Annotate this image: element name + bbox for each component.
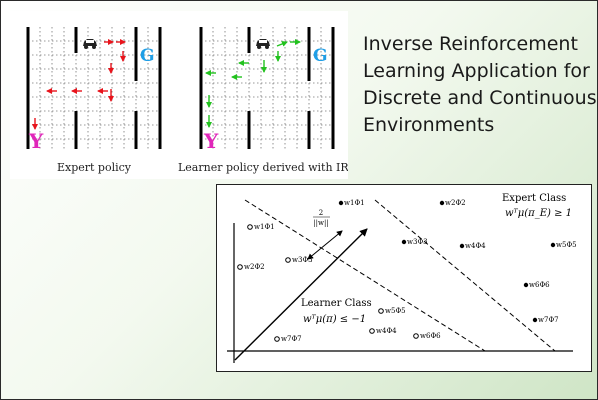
expert-grid: G Y Expert policy [26, 27, 162, 174]
slide-title: Inverse Reinforcement Learning Applicati… [363, 31, 597, 139]
expert-class-constraint: wᵀμ(π_E) ≥ 1 [505, 208, 572, 219]
expert-point-label: w3Φ3 [407, 238, 428, 246]
margin-numerator: 2 [319, 209, 323, 217]
expert-point [532, 317, 538, 323]
expert-points: w1Φ1 w2Φ2 w3Φ3 w4Φ4 w5Φ5 w6Φ6 w7Φ7 [338, 199, 577, 324]
margin-line-expert [374, 199, 556, 352]
title-line: Inverse Reinforcement [363, 33, 578, 55]
learner-grid: G Y Learner policy derived with IRL [178, 27, 357, 174]
learner-point [378, 308, 384, 314]
gridworld-figure: G Y Expert policy [26, 27, 357, 174]
weight-vector-arrow [234, 228, 368, 361]
expert-point [459, 243, 465, 249]
car-icon [256, 39, 270, 49]
learner-point [237, 264, 243, 270]
learner-point [274, 336, 280, 342]
learner-point-label: w4Φ4 [376, 327, 397, 335]
learner-point-label: w7Φ7 [281, 335, 302, 343]
expert-point-label: w7Φ7 [538, 316, 559, 324]
start-marker: Y [203, 129, 219, 153]
start-marker: Y [28, 129, 44, 153]
learner-point-label: w1Φ1 [254, 223, 275, 231]
learner-class-constraint: wᵀμ(π) ≤ −1 [303, 314, 366, 325]
expert-policy-arrows [32, 39, 126, 130]
expert-point-label: w4Φ4 [465, 242, 486, 250]
expert-point-label: w6Φ6 [529, 281, 550, 289]
expert-point-label: w1Φ1 [344, 199, 365, 207]
title-line: Learning Application for [363, 60, 590, 82]
margin-label: 2 ||w|| [313, 209, 330, 227]
goal-marker: G [313, 46, 328, 66]
margin-arrow [307, 230, 343, 260]
learner-point [285, 257, 291, 263]
learner-point-label: w3Φ3 [292, 256, 313, 264]
learner-policy-arrows [205, 39, 301, 128]
svm-diagram-panel: 2 ||w|| w1Φ1 w2Φ2 w3Φ3 w4Φ4 w5Φ5 w6Φ6 w7… [216, 184, 592, 372]
expert-class-label: Expert Class [502, 193, 566, 204]
title-line: Discrete and Continuous [363, 87, 597, 109]
expert-policy-caption: Expert policy [57, 161, 132, 174]
learner-point-label: w5Φ5 [385, 307, 406, 315]
learner-point-label: w6Φ6 [420, 332, 441, 340]
goal-marker: G [140, 46, 155, 66]
expert-point [523, 282, 529, 288]
expert-point [338, 200, 344, 206]
expert-point [550, 242, 556, 248]
expert-point-label: w5Φ5 [556, 241, 577, 249]
learner-point [247, 224, 253, 230]
margin-denominator: ||w|| [313, 219, 328, 227]
title-line: Environments [363, 114, 495, 136]
car-icon [83, 39, 97, 49]
learner-point-label: w2Φ2 [244, 263, 265, 271]
margin-line-learner [244, 199, 486, 352]
expert-point [401, 239, 407, 245]
learner-class-label: Learner Class [301, 298, 372, 309]
learner-point [369, 328, 375, 334]
expert-point-label: w2Φ2 [445, 199, 466, 207]
learner-points: w1Φ1 w2Φ2 w3Φ3 w4Φ4 w5Φ5 w6Φ6 w7Φ7 [237, 223, 441, 343]
learner-point [413, 333, 419, 339]
expert-point [439, 200, 445, 206]
learner-policy-caption: Learner policy derived with IRL [178, 161, 348, 174]
svm-diagram: 2 ||w|| w1Φ1 w2Φ2 w3Φ3 w4Φ4 w5Φ5 w6Φ6 w7… [227, 193, 577, 363]
gridworld-panel: G Y Expert policy [10, 11, 357, 179]
